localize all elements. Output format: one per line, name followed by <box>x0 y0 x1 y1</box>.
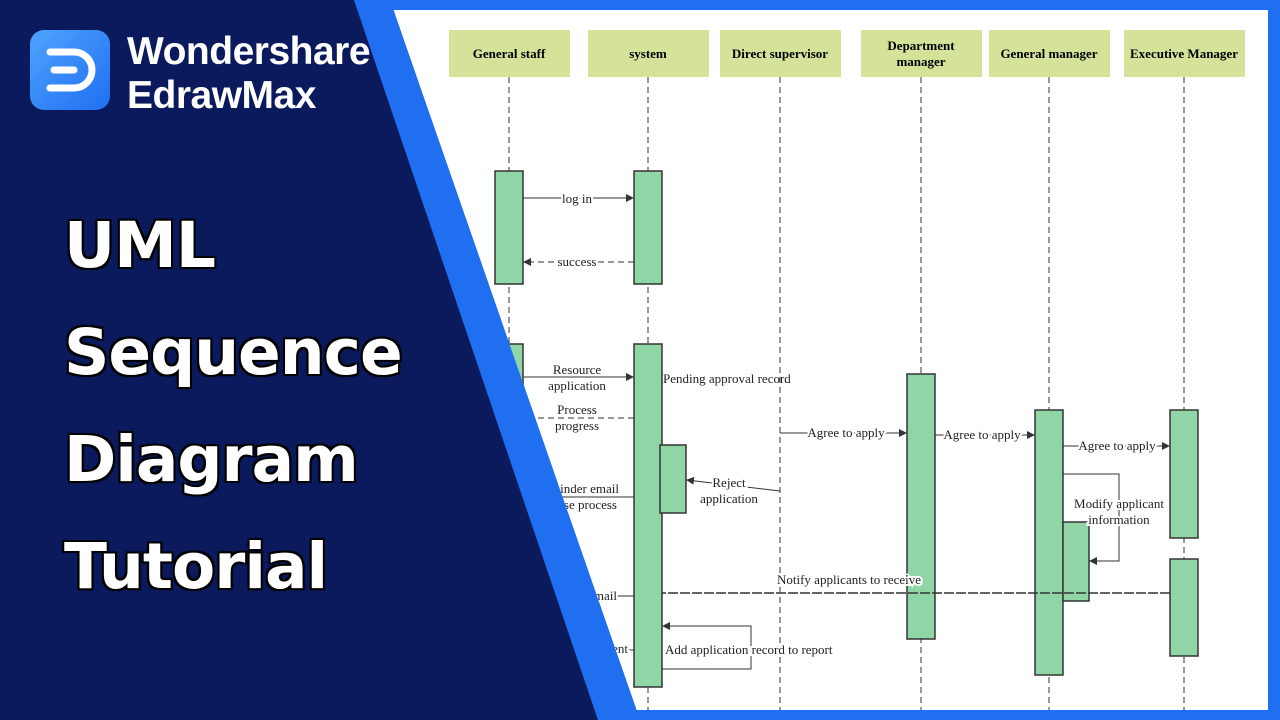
tutorial-title: UML Sequence Diagram Tutorial <box>64 192 403 620</box>
activation-dept <box>906 373 936 640</box>
lifeline-label: Direct supervisor <box>732 46 828 61</box>
message-label: Reject <box>712 475 746 490</box>
title-line1: UML <box>64 209 216 282</box>
top-border <box>380 0 1280 10</box>
lifeline-label-line2: manager <box>896 54 945 69</box>
brand-name-line1: Wondershare <box>127 30 371 73</box>
message-label: minder email <box>550 481 619 496</box>
message-label: Agree to apply <box>807 425 885 440</box>
title-line2: Sequence <box>64 316 403 389</box>
activation-staff-2 <box>494 343 524 405</box>
lifeline-header-em[interactable]: Executive Manager <box>1124 30 1245 77</box>
lifeline-label-line1: Department <box>887 38 955 53</box>
lifeline-label: General manager <box>1000 46 1097 61</box>
lifeline-label: system <box>629 46 667 61</box>
lifeline-label: Executive Manager <box>1130 46 1238 61</box>
message-label: application <box>700 491 758 506</box>
lifeline-header-supervisor[interactable]: Direct supervisor <box>720 30 841 77</box>
activation-gm <box>1034 409 1064 676</box>
message-label: Pending approval record <box>663 371 791 386</box>
lifeline-header-system[interactable]: system <box>588 30 709 77</box>
message-label: log in <box>562 191 592 206</box>
activation-em-2 <box>1169 558 1199 657</box>
message-arrow-reject <box>686 476 781 492</box>
message-label: Resource <box>553 362 602 377</box>
brand-name-line2: EdrawMax <box>127 74 316 117</box>
activation-system-2 <box>633 343 663 688</box>
logo-glyph-icon <box>46 48 96 92</box>
message-label: Agree to apply <box>943 427 1021 442</box>
lifeline-header-gm[interactable]: General manager <box>989 30 1110 77</box>
activation-staff-1 <box>494 170 524 285</box>
message-label: Modify applicant <box>1074 496 1164 511</box>
message-label: information <box>1088 512 1150 527</box>
message-label: Agree to apply <box>1078 438 1156 453</box>
activation-em-1 <box>1169 409 1199 539</box>
message-label: Notify applicants to receive <box>777 572 921 587</box>
message-label: Process <box>557 402 597 417</box>
edrawmax-logo <box>30 30 110 110</box>
message-label: se process <box>564 497 617 512</box>
activation-gm-nested <box>1062 521 1090 602</box>
message-label: gent <box>606 641 629 656</box>
message-self-modify <box>1063 473 1120 565</box>
message-self-add-record <box>662 622 752 670</box>
title-line3: Diagram <box>64 423 359 496</box>
bottom-border <box>600 710 1280 720</box>
right-border <box>1268 0 1280 720</box>
message-label: application <box>548 378 606 393</box>
lifeline-header-staff[interactable]: General staff <box>449 30 570 77</box>
message-label: email <box>588 588 617 603</box>
title-line4: Tutorial <box>64 530 328 603</box>
lifeline-label: General staff <box>473 46 546 61</box>
activation-system-nested <box>659 444 687 514</box>
message-label: progress <box>555 418 599 433</box>
lifeline-header-dept[interactable]: Department manager <box>861 30 982 77</box>
message-label: Add application record to report <box>665 642 833 657</box>
lifeline-lines <box>508 77 1185 710</box>
brand-name: Wondershare EdrawMax <box>127 30 371 118</box>
activation-system-1 <box>633 170 663 285</box>
message-label: success <box>558 254 597 269</box>
